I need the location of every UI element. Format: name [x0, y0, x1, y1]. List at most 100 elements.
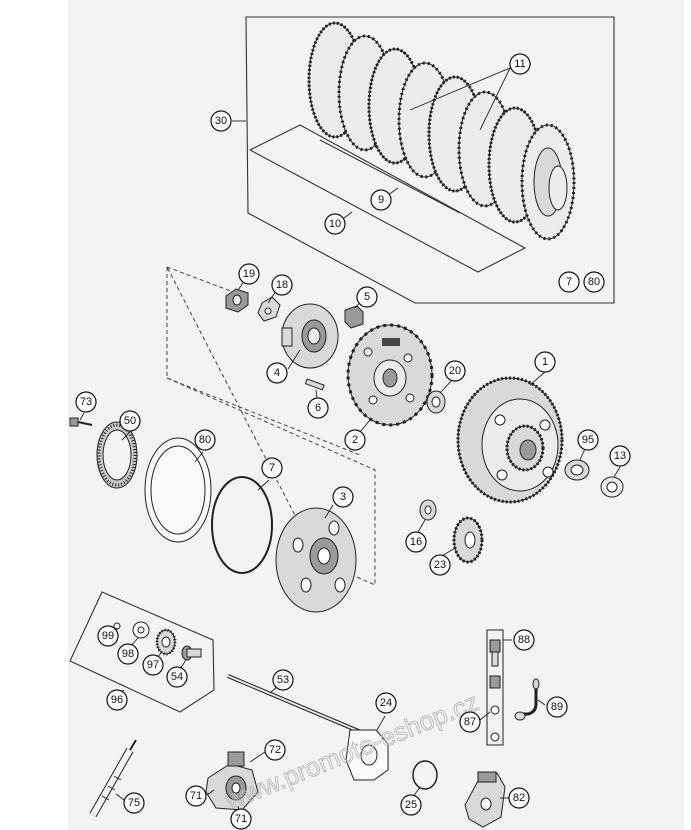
part-ball: [113, 622, 121, 630]
part-pin: [304, 378, 325, 391]
kit-box-outline: [245, 16, 615, 304]
callout-73[interactable]: 73: [75, 391, 97, 413]
callout-2[interactable]: 2: [344, 429, 366, 451]
callout-53[interactable]: 53: [272, 669, 294, 691]
part-syringe: [89, 739, 137, 817]
callout-75[interactable]: 75: [123, 792, 145, 814]
svg-text:4: 4: [274, 367, 280, 379]
callout-24[interactable]: 24: [375, 692, 397, 714]
svg-text:5: 5: [364, 291, 370, 303]
callout-4[interactable]: 4: [266, 362, 288, 384]
callout-97[interactable]: 97: [142, 654, 164, 676]
callout-71[interactable]: 71: [185, 785, 207, 807]
callout-95[interactable]: 95: [577, 429, 599, 451]
callout-50[interactable]: 50: [119, 410, 141, 432]
callout-3[interactable]: 3: [332, 486, 354, 508]
part-pressure-plate: [275, 507, 357, 613]
part-bleed-bracket: [486, 629, 504, 746]
part-pressure-piece: [181, 645, 202, 661]
callout-9[interactable]: 9: [370, 189, 392, 211]
callout-89[interactable]: 89: [546, 696, 568, 718]
part-wire-ring: [211, 476, 273, 574]
part-pressure-cap: [281, 303, 339, 369]
callout-1[interactable]: 1: [534, 351, 556, 373]
svg-text:50: 50: [124, 415, 136, 427]
svg-text:18: 18: [276, 279, 288, 291]
svg-text:24: 24: [380, 697, 392, 709]
svg-text:7: 7: [566, 276, 572, 288]
callout-87[interactable]: 87: [459, 711, 481, 733]
callout-54[interactable]: 54: [166, 666, 188, 688]
svg-text:11: 11: [514, 58, 525, 70]
kit-inner-frame-10: [249, 124, 527, 273]
svg-text:72: 72: [269, 744, 281, 756]
callout-82[interactable]: 82: [508, 787, 530, 809]
part-bolt: [69, 417, 93, 427]
callout-80[interactable]: 80: [194, 429, 216, 451]
part-master-cylinder: [464, 771, 506, 828]
part-gasket: [345, 729, 389, 781]
svg-text:95: 95: [582, 434, 594, 446]
svg-text:80: 80: [588, 276, 600, 288]
svg-text:99: 99: [102, 630, 114, 642]
svg-text:16: 16: [410, 536, 422, 548]
callout-5[interactable]: 5: [356, 286, 378, 308]
release-kit-outline: [69, 591, 215, 713]
callout-13[interactable]: 13: [609, 445, 631, 467]
part-retainer: [344, 305, 364, 329]
svg-text:13: 13: [614, 450, 626, 462]
svg-text:9: 9: [378, 194, 384, 206]
callout-71-lower[interactable]: 71: [230, 808, 252, 830]
part-diaphragm-spring: [96, 421, 138, 489]
part-o-ring: [412, 760, 438, 790]
svg-text:19: 19: [243, 268, 255, 280]
kit-inner-frame-9: [319, 139, 461, 214]
callout-96[interactable]: 96: [106, 689, 128, 711]
callout-18[interactable]: 18: [271, 274, 293, 296]
callout-30[interactable]: 30: [210, 110, 232, 132]
svg-text:23: 23: [434, 559, 446, 571]
callout-16[interactable]: 16: [405, 531, 427, 553]
svg-text:2: 2: [352, 434, 358, 446]
svg-text:71: 71: [190, 790, 202, 802]
svg-text:25: 25: [405, 799, 417, 811]
svg-text:54: 54: [171, 671, 183, 683]
callout-7[interactable]: 7: [261, 457, 283, 479]
dashed-group-outline: [166, 266, 376, 586]
svg-text:7: 7: [269, 462, 275, 474]
svg-text:97: 97: [147, 659, 159, 671]
svg-text:73: 73: [80, 396, 92, 408]
clutch-plate-kit-group: [232, 16, 615, 304]
svg-text:53: 53: [277, 674, 289, 686]
part-bleed-screw: [489, 639, 501, 742]
callout-72[interactable]: 72: [264, 739, 286, 761]
svg-text:87: 87: [464, 716, 476, 728]
part-friction-disc: [144, 437, 212, 543]
svg-text:80: 80: [199, 434, 211, 446]
svg-text:30: 30: [215, 115, 227, 127]
clutch-basket: [456, 376, 564, 504]
clutch-center-group: [166, 266, 434, 586]
callout-98[interactable]: 98: [117, 643, 139, 665]
svg-text:75: 75: [128, 797, 140, 809]
callout-7-kit[interactable]: 7: [558, 271, 580, 293]
svg-text:71: 71: [235, 813, 247, 825]
svg-text:20: 20: [449, 365, 461, 377]
svg-text:6: 6: [315, 402, 321, 414]
callout-20[interactable]: 20: [444, 360, 466, 382]
part-release-bearing: [155, 628, 177, 656]
callout-99[interactable]: 99: [97, 625, 119, 647]
svg-text:89: 89: [551, 701, 563, 713]
svg-text:88: 88: [518, 634, 530, 646]
callout-25[interactable]: 25: [400, 794, 422, 816]
svg-text:96: 96: [111, 694, 123, 706]
svg-text:10: 10: [329, 218, 341, 230]
callout-19[interactable]: 19: [238, 263, 260, 285]
callout-11[interactable]: 11: [509, 53, 531, 75]
callout-80-kit[interactable]: 80: [583, 271, 605, 293]
callout-23[interactable]: 23: [429, 554, 451, 576]
callout-10[interactable]: 10: [324, 213, 346, 235]
callout-88[interactable]: 88: [513, 629, 535, 651]
callout-6[interactable]: 6: [307, 397, 329, 419]
